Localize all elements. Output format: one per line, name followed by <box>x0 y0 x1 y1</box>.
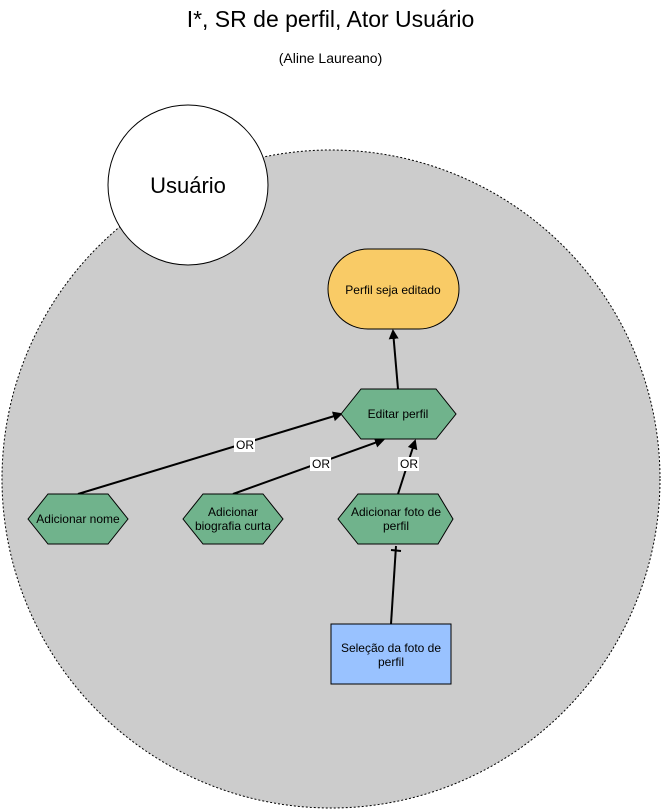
task-adicionar-nome[interactable]: Adicionar nome <box>27 493 129 545</box>
goal-perfil-editado[interactable]: Perfil seja editado <box>327 248 460 330</box>
diagram-title: I*, SR de perfil, Ator Usuário <box>186 6 475 32</box>
task-label-line1: Adicionar <box>208 505 258 519</box>
task-shape <box>337 493 454 545</box>
task-label-line1: Adicionar foto de <box>351 505 441 519</box>
or-label: OR <box>312 457 330 471</box>
resource-shape <box>330 623 452 685</box>
task-label: Editar perfil <box>368 407 429 421</box>
task-label-line2: biografia curta <box>195 519 271 533</box>
link-nome-or[interactable] <box>77 411 343 495</box>
goal-label: Perfil seja editado <box>345 283 441 297</box>
actor-circle <box>107 104 269 266</box>
decomposition-tick <box>390 549 402 552</box>
diagram-subtitle: (Aline Laureano) <box>278 50 383 66</box>
task-adicionar-biografia[interactable]: Adicionar biografia curta <box>182 493 284 545</box>
resource-selecao-foto[interactable]: Seleção da foto de perfil <box>330 623 452 685</box>
task-editar-perfil[interactable]: Editar perfil <box>340 388 457 440</box>
actor-usuario[interactable]: Usuário <box>107 104 269 266</box>
or-label-bg <box>310 457 331 471</box>
or-label-bg <box>234 438 255 452</box>
task-label-line2: perfil <box>383 519 409 533</box>
actor-boundary[interactable] <box>1 149 661 809</box>
or-label-bg <box>398 457 419 471</box>
link-resource-decomposition[interactable] <box>390 545 397 625</box>
actor-label: Usuário <box>150 173 226 198</box>
or-label: OR <box>236 438 254 452</box>
resource-label-line2: perfil <box>378 655 404 669</box>
task-shape <box>340 388 457 440</box>
resource-label-line1: Seleção da foto de <box>341 641 441 655</box>
task-shape <box>182 493 284 545</box>
or-label-nome: OR <box>234 438 255 452</box>
or-label-bio: OR <box>310 457 331 471</box>
task-label: Adicionar nome <box>36 512 120 526</box>
or-label-foto: OR <box>398 457 419 471</box>
link-editar-to-goal[interactable] <box>388 329 399 390</box>
goal-shape <box>327 248 460 330</box>
link-bio-or[interactable] <box>232 438 385 495</box>
task-adicionar-foto[interactable]: Adicionar foto de perfil <box>337 493 454 545</box>
task-shape <box>27 493 129 545</box>
or-label: OR <box>400 457 418 471</box>
